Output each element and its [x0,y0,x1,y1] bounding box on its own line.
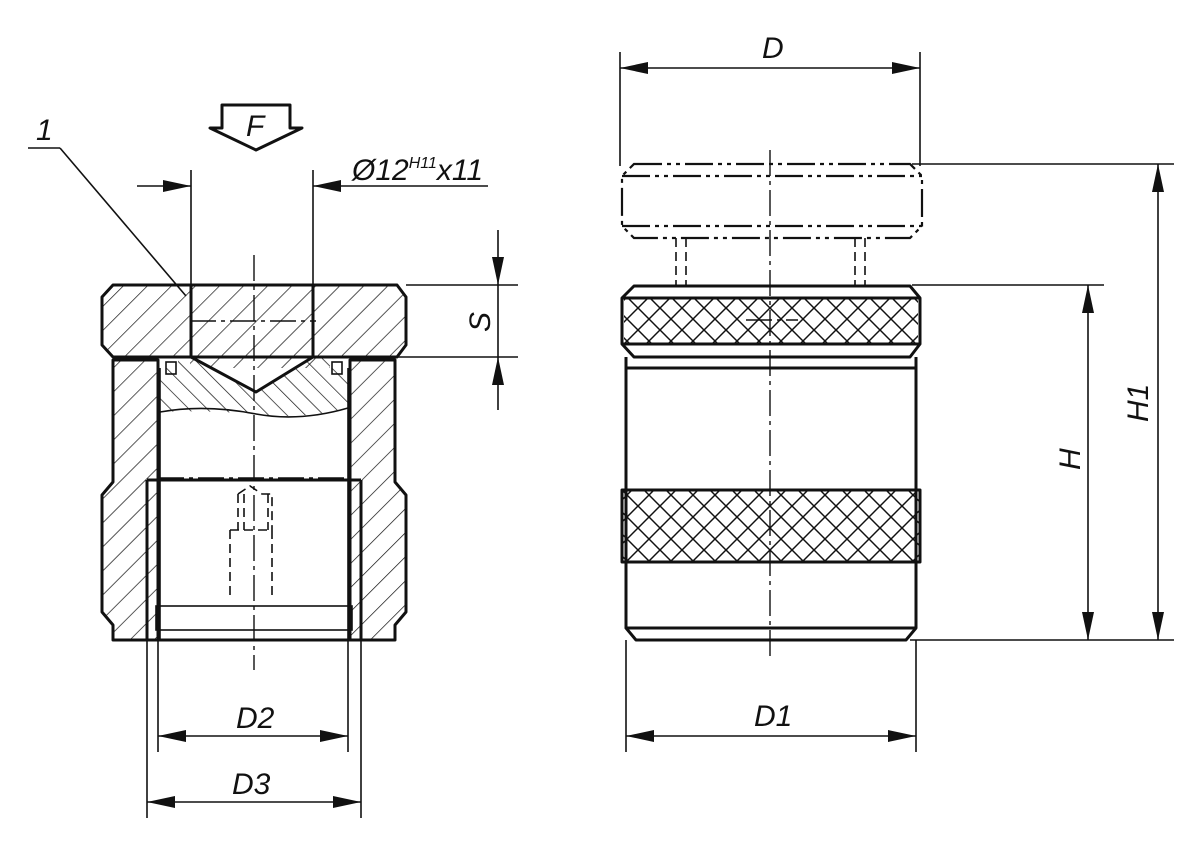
d3-dimension: D3 [146,640,362,818]
left-wall-section [102,360,158,640]
d1-label: D1 [754,700,792,733]
h-label: H [1054,448,1087,470]
raised-head-phantom [620,162,924,240]
part-leader [59,147,187,297]
h-dimension: H [910,284,1174,641]
stroke-dimension: S [330,230,518,410]
hidden-pin [229,485,273,600]
h1-dimension: H1 [912,163,1174,640]
left-wall-outline [100,358,160,642]
d-dimension: D [619,32,921,166]
retaining-groove-left [165,361,177,375]
d-label: D [762,32,784,65]
part-number-label: 1 [36,114,53,147]
external-view [620,150,924,660]
force-arrow [208,103,304,152]
d2-dimension: D2 [157,640,349,752]
retaining-groove-right [331,361,343,375]
d3-label: D3 [232,768,271,801]
right-wall-section [350,360,406,640]
plunger-section [160,357,348,416]
h1-label: H1 [1122,384,1155,422]
middle-knurl [622,490,920,562]
bore-dimension: Ø12H11x11 [137,154,488,285]
d1-dimension: D1 [625,640,917,752]
force-label: F [246,110,266,143]
top-ring-outline [620,284,922,359]
middle-knurl-outline [620,488,922,564]
bore-dimension-label: Ø12H11x11 [351,154,483,187]
stroke-label: S [464,312,497,332]
section-view [100,255,408,670]
top-knurl [624,298,918,344]
d2-label: D2 [236,702,275,735]
plunger-break-line [159,407,349,418]
